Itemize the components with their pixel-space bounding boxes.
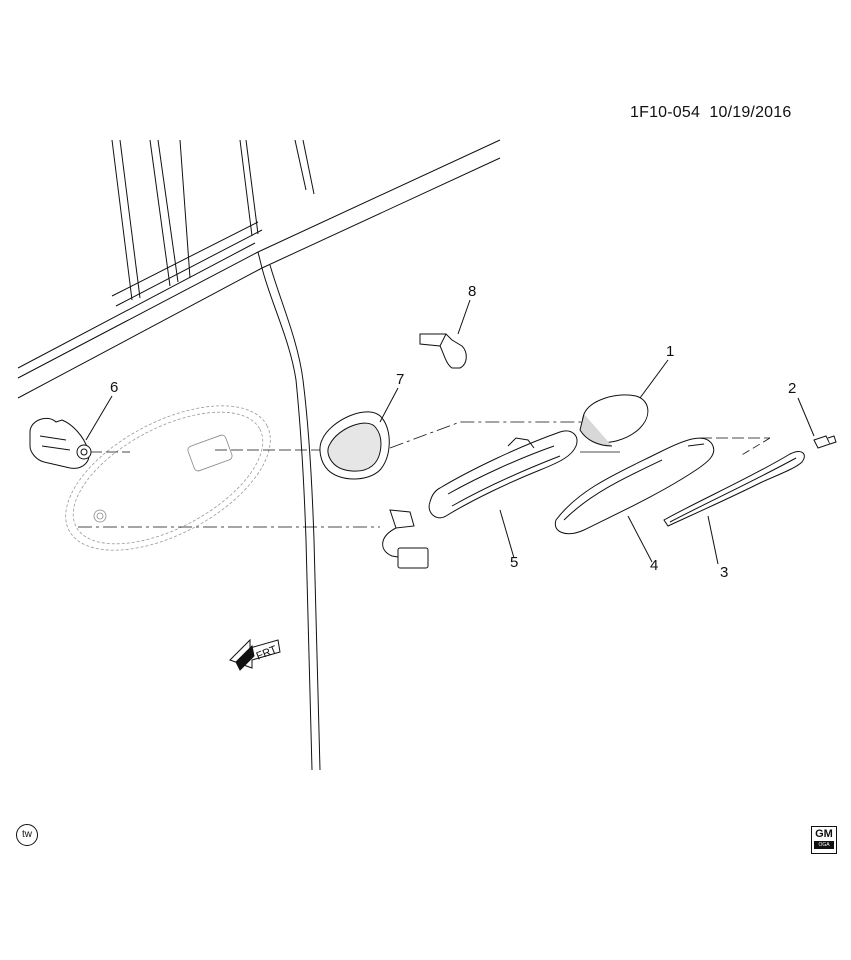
lock-cylinder [29, 417, 92, 469]
gm-logo-text: GM [815, 828, 833, 840]
hole-details [93, 434, 233, 523]
handle-gasket [319, 411, 390, 480]
diagram-date: 10/19/2016 [709, 104, 792, 121]
handle-cap [579, 394, 649, 447]
detail-ellipse [65, 405, 271, 551]
vehicle-body [17, 139, 501, 771]
handle-trim-strip [663, 451, 805, 527]
callout-7: 7 [396, 371, 404, 388]
screw [813, 435, 837, 449]
callout-5: 5 [510, 554, 518, 571]
gm-logo: GM OGA [811, 826, 837, 854]
callout-3: 3 [720, 564, 728, 581]
callout-6: 6 [110, 379, 118, 396]
leader-lines [78, 421, 771, 528]
diagram-id-date: 1F10-054 10/19/2016 [630, 104, 791, 122]
callout-1: 1 [666, 343, 674, 360]
callout-4: 4 [650, 557, 658, 574]
tw-badge: tw [16, 824, 38, 846]
gm-logo-sub: OGA [814, 841, 834, 849]
callout-8: 8 [468, 283, 476, 300]
diagram-id: 1F10-054 [630, 104, 701, 121]
callout-pointers [85, 299, 815, 565]
callout-2: 2 [788, 380, 796, 397]
handle-frame [382, 430, 578, 569]
outside-handle [554, 437, 715, 535]
front-arrow-icon [229, 638, 281, 671]
end-cap-clip [419, 333, 467, 369]
